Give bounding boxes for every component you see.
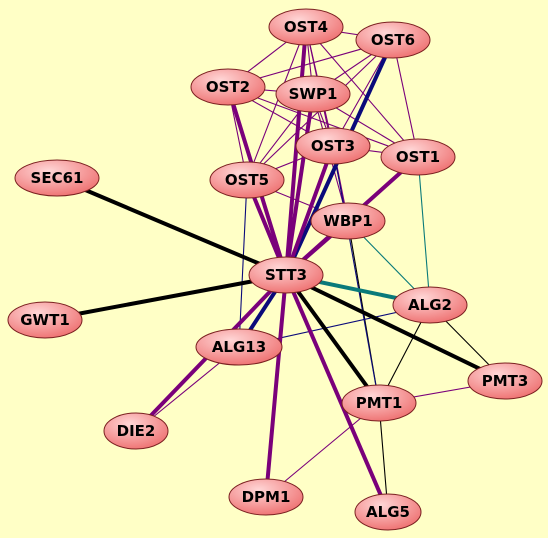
node-alg13[interactable]: ALG13	[195, 328, 283, 366]
node-label: STT3	[265, 266, 307, 284]
node-ellipse	[467, 362, 543, 400]
node-label: WBP1	[323, 212, 372, 230]
edge-ost4-stt3	[284, 25, 308, 277]
node-ost3[interactable]: OST3	[295, 127, 371, 165]
edge-stt3-dpm1	[264, 273, 288, 499]
edge-sec61-stt3	[55, 176, 288, 277]
node-label: OST1	[396, 148, 440, 166]
node-ost5[interactable]: OST5	[209, 161, 285, 199]
node-ellipse	[228, 478, 304, 516]
node-die2[interactable]: DIE2	[103, 412, 169, 450]
node-label: OST6	[371, 31, 415, 49]
edge-ost4-ost5	[246, 26, 307, 181]
node-label: OST3	[311, 137, 355, 155]
node-ellipse	[14, 159, 100, 197]
node-ellipse	[354, 493, 422, 531]
node-label: GWT1	[20, 311, 70, 329]
node-label: DIE2	[117, 422, 156, 440]
edge-stt3-pmt1	[284, 273, 381, 405]
node-label: OST4	[284, 18, 328, 36]
node-label: SWP1	[289, 85, 338, 103]
edge-ost5-alg13	[238, 179, 248, 348]
node-swp1[interactable]: SWP1	[275, 75, 351, 113]
node-ost1[interactable]: OST1	[380, 138, 456, 176]
edge-ost6-ost1	[392, 39, 419, 158]
node-dpm1[interactable]: DPM1	[228, 478, 304, 516]
edge-ost3-stt3	[284, 144, 335, 277]
node-label: PMT1	[356, 394, 403, 412]
edge-ost1-alg2	[417, 156, 431, 306]
edge-swp1-stt3	[284, 92, 315, 277]
node-ost6[interactable]: OST6	[355, 21, 431, 59]
node-ellipse	[392, 286, 468, 324]
node-ellipse	[341, 384, 417, 422]
node-ellipse	[190, 68, 266, 106]
node-ellipse	[380, 138, 456, 176]
node-label: OST5	[225, 171, 269, 189]
node-ellipse	[275, 75, 351, 113]
edge-stt3-alg5	[284, 273, 390, 514]
node-ost2[interactable]: OST2	[190, 68, 266, 106]
node-label: ALG5	[366, 503, 410, 521]
node-alg2[interactable]: ALG2	[392, 286, 468, 324]
node-gwt1[interactable]: GWT1	[7, 301, 83, 339]
node-label: SEC61	[31, 169, 84, 187]
node-ellipse	[7, 301, 83, 339]
node-alg5[interactable]: ALG5	[354, 493, 422, 531]
node-ellipse	[355, 21, 431, 59]
node-ellipse	[268, 8, 344, 46]
node-stt3[interactable]: STT3	[248, 256, 324, 294]
edge-gwt1-stt3	[43, 273, 288, 322]
node-wbp1[interactable]: WBP1	[310, 202, 386, 240]
node-pmt3[interactable]: PMT3	[467, 362, 543, 400]
node-sec61[interactable]: SEC61	[14, 159, 100, 197]
node-label: PMT3	[482, 372, 529, 390]
node-label: OST2	[206, 78, 250, 96]
node-pmt1[interactable]: PMT1	[341, 384, 417, 422]
edge-stt3-pmt3	[284, 273, 507, 383]
edge-ost4-ost1	[305, 26, 419, 158]
node-ost4[interactable]: OST4	[268, 8, 344, 46]
edge-ost2-ost1	[227, 86, 419, 158]
node-ellipse	[295, 127, 371, 165]
node-ellipse	[310, 202, 386, 240]
node-ellipse	[103, 412, 169, 450]
node-ellipse	[195, 328, 283, 366]
node-ellipse	[248, 256, 324, 294]
node-label: DPM1	[242, 488, 291, 506]
edge-ost3-pmt1	[332, 145, 380, 404]
node-ellipse	[209, 161, 285, 199]
node-label: ALG13	[212, 338, 266, 356]
node-label: ALG2	[408, 296, 452, 314]
